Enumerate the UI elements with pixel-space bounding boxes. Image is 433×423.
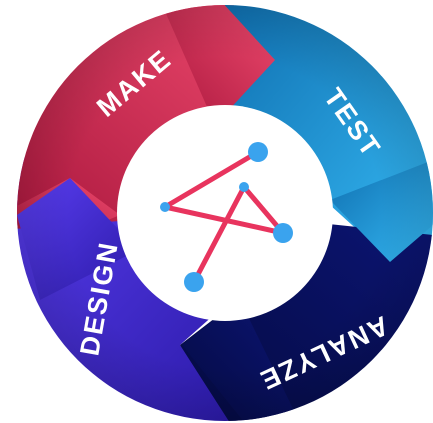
node-right — [273, 223, 293, 243]
molecule-network-icon — [160, 142, 293, 292]
node-bottom — [184, 272, 204, 292]
node-left — [160, 202, 170, 212]
node-hub — [239, 182, 249, 192]
node-top-right — [248, 142, 268, 162]
center-disc — [117, 105, 333, 321]
